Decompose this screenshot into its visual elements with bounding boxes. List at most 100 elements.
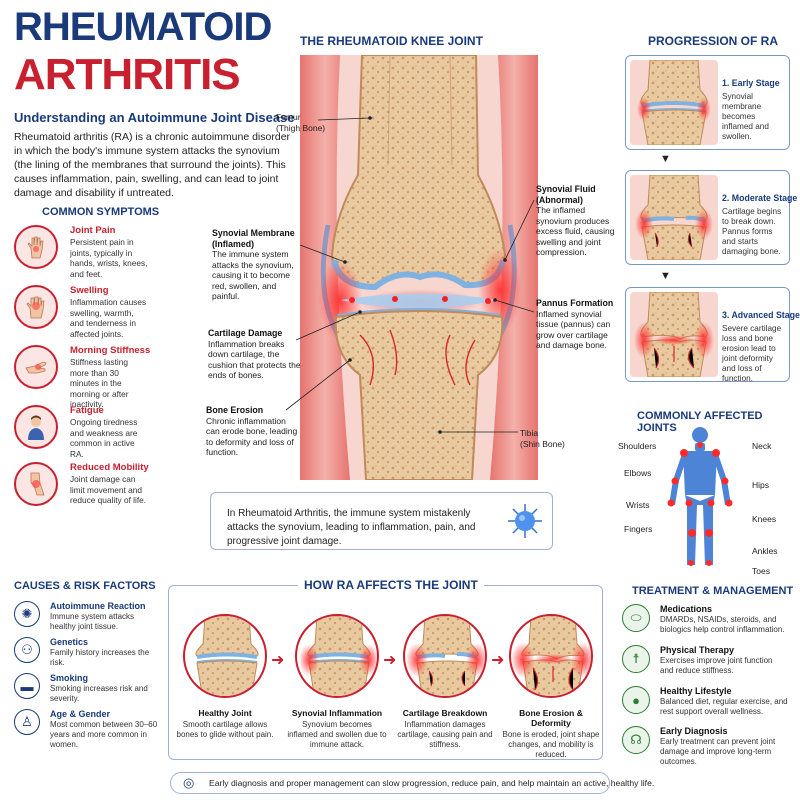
symptoms-heading: COMMON SYMPTOMS	[42, 206, 160, 218]
how-stage: Synovial Inflammation Synovium becomes i…	[287, 614, 387, 750]
how-stage-desc: Smooth cartilage allows bones to glide w…	[176, 720, 274, 739]
pannus-desc: Inflamed synovial tissue (pannus) can gr…	[536, 308, 611, 351]
pill-icon: ⬭	[622, 604, 650, 632]
cause-desc: Smoking increases risk and severity.	[50, 684, 148, 703]
person-icon: ♙	[14, 709, 40, 735]
progression-title: 1. Early Stage	[722, 78, 780, 88]
progression-card: 1. Early Stage Synovial membrane becomes…	[625, 55, 790, 150]
footer-banner: ◎ Early diagnosis and proper management …	[170, 772, 654, 794]
symptom-title: Morning Stiffness	[70, 345, 151, 356]
treatment-heading: TREATMENT & MANAGEMENT	[632, 585, 794, 597]
symptom-desc: Stiffness lasting more than 30 minutes i…	[70, 357, 129, 409]
how-panel: Healthy Joint Smooth cartilage allows bo…	[168, 585, 603, 760]
symptom-desc: Persistent pain in joints, typically in …	[70, 237, 148, 279]
cause-title: Autoimmune Reaction	[50, 601, 146, 611]
symptom-desc: Ongoing tiredness and weakness are commo…	[70, 417, 138, 459]
affected-joints-heading: COMMONLY AFFECTED JOINTS	[637, 410, 763, 434]
arrow-down-icon: ▼	[660, 270, 671, 282]
cartilage-breakdown-image	[403, 614, 487, 698]
how-stage-desc: Synovium becomes inflamed and swollen du…	[287, 720, 387, 749]
how-stage: Cartilage Breakdown Inflammation damages…	[395, 614, 495, 750]
symptom-title: Swelling	[70, 285, 109, 296]
symptom-title: Reduced Mobility	[70, 462, 149, 473]
progression-card: 3. Advanced Stage Severe cartilage loss …	[625, 287, 800, 383]
skeleton-figure	[655, 425, 745, 580]
title-line-1: RHEUMATOID	[14, 5, 272, 49]
joint-label: Neck	[752, 441, 772, 451]
progression-desc: Cartilage begins to break down. Pannus f…	[722, 207, 782, 256]
knee-callout: In Rheumatoid Arthritis, the immune syst…	[210, 492, 553, 550]
arrow-down-icon: ▼	[660, 153, 671, 165]
how-stage: Bone Erosion & Deformity Bone is eroded,…	[501, 614, 601, 760]
knee-heading: THE RHEUMATOID KNEE JOINT	[300, 34, 483, 48]
moderate-stage-image	[630, 175, 718, 260]
synovial-membrane-title: Synovial Membrane (Inflamed)	[212, 228, 295, 249]
cartilage-damage-title: Cartilage Damage	[208, 328, 283, 338]
cause-title: Age & Gender	[50, 709, 111, 719]
synovial-fluid-desc: The inflamed synovium produces excess fl…	[536, 205, 615, 257]
early-stage-image	[630, 60, 718, 145]
synovial-fluid-title: Synovial Fluid (Abnormal)	[536, 184, 596, 205]
callout-text: In Rheumatoid Arthritis, the immune syst…	[227, 508, 476, 547]
hand-icon	[14, 225, 58, 269]
stethoscope-icon: ☊	[622, 726, 650, 754]
arrow-right-icon: ➜	[383, 652, 397, 669]
causes-heading: CAUSES & RISK FACTORS	[14, 580, 156, 592]
how-stage-title: Synovial Inflammation	[291, 708, 383, 718]
tired-person-icon	[14, 405, 58, 449]
how-stage-desc: Bone is eroded, joint shape changes, and…	[502, 730, 600, 759]
cause-title: Genetics	[50, 637, 89, 647]
joint-label: Knees	[752, 514, 777, 524]
synovial-membrane-label: Synovial Membrane (Inflamed) The immune …	[212, 228, 304, 302]
how-stage-title: Cartilage Breakdown	[402, 708, 488, 718]
how-stage-title: Bone Erosion & Deformity	[519, 708, 583, 728]
cartilage-damage-desc: Inflammation breaks down cartilage, the …	[208, 338, 301, 381]
progression-card: 2. Moderate Stage Cartilage begins to br…	[625, 170, 797, 265]
treatment-title: Physical Therapy	[660, 645, 735, 655]
bone-erosion-image	[509, 614, 593, 698]
tibia-sub: (Shin Bone)	[520, 438, 565, 449]
progression-heading: PROGRESSION OF RA	[648, 34, 779, 48]
treatment-desc: Exercises improve joint function and red…	[660, 656, 773, 675]
joint-label: Toes	[752, 566, 770, 576]
cause-desc: Family history increases the risk.	[50, 648, 150, 667]
symptom-desc: Inflammation causes swelling, warmth, an…	[70, 297, 147, 339]
lightbulb-icon: ◎	[183, 775, 195, 790]
joint-label: Shoulders	[618, 441, 657, 451]
apple-icon: ●	[622, 686, 650, 714]
symptom-title: Joint Pain	[70, 225, 116, 236]
arrow-right-icon: ➜	[491, 652, 505, 669]
treatment-desc: Early treatment can prevent joint damage…	[660, 737, 776, 766]
joint-label: Fingers	[624, 524, 653, 534]
immune-cell-icon	[505, 501, 545, 546]
joint-label: Elbows	[624, 468, 652, 478]
progression-title: 3. Advanced Stage	[722, 310, 800, 320]
joint-label: Hips	[752, 480, 770, 490]
treatment-desc: DMARDs, NSAIDs, steroids, and biologics …	[660, 615, 785, 634]
stiff-hand-icon	[14, 345, 58, 389]
femur-label: Femur (Thigh Bone)	[276, 112, 325, 133]
how-heading: HOW RA AFFECTS THE JOINT	[298, 578, 484, 592]
synovial-fluid-label: Synovial Fluid (Abnormal) The inflamed s…	[536, 184, 620, 258]
treatment-title: Healthy Lifestyle	[660, 686, 732, 696]
tibia-label: Tibia (Shin Bone)	[520, 428, 565, 449]
joint-label: Wrists	[626, 500, 650, 510]
intro-text: Rheumatoid arthritis (RA) is a chronic a…	[14, 131, 291, 199]
virus-icon: ✺	[14, 601, 40, 627]
synovial-membrane-desc: The immune system attacks the synovium, …	[212, 249, 294, 301]
smoking-icon: ▬	[14, 673, 40, 699]
title-line-2: ARTHRITIS	[14, 50, 241, 99]
progression-desc: Severe cartilage loss and bone erosion l…	[722, 324, 782, 383]
healthy-joint-image	[183, 614, 267, 698]
treatment-title: Early Diagnosis	[660, 726, 728, 736]
cause-title: Smoking	[50, 673, 89, 683]
family-icon: ⚇	[14, 637, 40, 663]
progression-desc: Synovial membrane becomes inflamed and s…	[722, 92, 769, 141]
progression-title: 2. Moderate Stage	[722, 193, 798, 203]
cause-desc: Most common between 30–60 years and more…	[50, 720, 158, 749]
exercise-icon: ☨	[622, 645, 650, 673]
swollen-hand-icon	[14, 285, 58, 329]
bone-erosion-label: Bone Erosion Chronic inflammation can er…	[206, 405, 300, 458]
advanced-stage-image	[630, 292, 718, 377]
